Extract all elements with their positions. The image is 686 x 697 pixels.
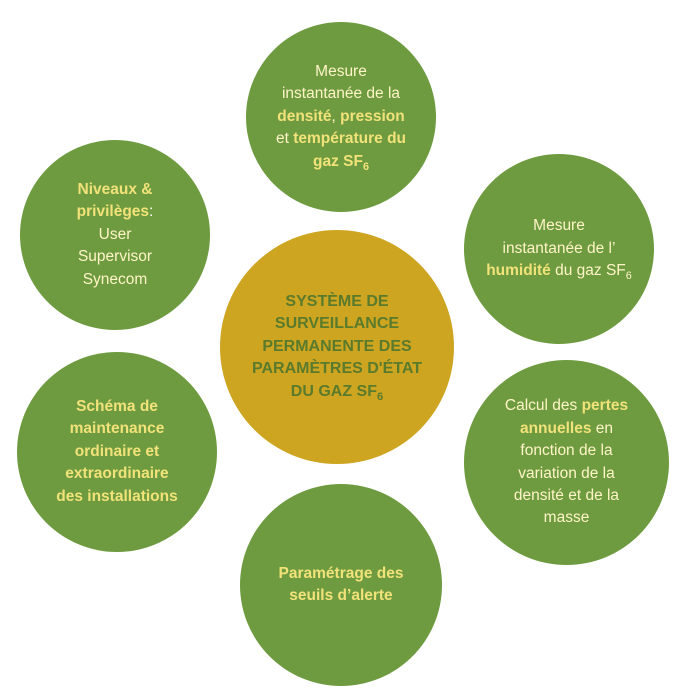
bottom-left-line-4: extraordinaire (65, 465, 169, 483)
top-subscript: 6 (362, 160, 369, 173)
bottom-right-bold-annuelles: annuelles (519, 419, 592, 437)
bottom-right-circle: Calcul des pertes annuelles en fonction … (464, 360, 669, 565)
top-line-1: Mesure (315, 62, 367, 80)
center-subscript: 6 (376, 390, 384, 403)
top-right-bold-humidite: humidité (486, 262, 551, 280)
center-line-2: SURVEILLANCE (274, 315, 400, 333)
bottom-line-2: seuils d’alerte (289, 587, 393, 604)
bottom-left-circle: Schéma de maintenance ordinaire et extra… (17, 352, 217, 552)
top-bold-densite: densité (277, 107, 332, 125)
bottom-circle-text: Paramétrage des seuils d’alerte (262, 563, 420, 608)
bottom-circle: Paramétrage des seuils d’alerte (240, 484, 442, 686)
top-bold-temperature: température du (293, 130, 407, 148)
center-line-5: DU GAZ SF (290, 382, 377, 400)
center-title: SYSTÈME DE SURVEILLANCE PERMANENTE DES P… (238, 291, 436, 403)
top-left-title-2: privilèges (76, 203, 150, 221)
top-left-circle-text: Niveaux & privilèges: User Supervisor Sy… (42, 179, 188, 291)
bottom-left-circle-text: Schéma de maintenance ordinaire et extra… (39, 396, 195, 508)
top-right-line-1: Mesure (533, 217, 585, 235)
bottom-right-line-6: masse (543, 509, 590, 527)
bottom-right-circle-text: Calcul des pertes annuelles en fonction … (486, 395, 647, 530)
bottom-left-line-3: ordinaire et (74, 442, 160, 460)
center-line-4: PARAMÈTRES D'ÉTAT (251, 360, 423, 378)
center-line-3: PERMANENTE DES (262, 337, 412, 355)
bottom-line-1: Paramétrage des (278, 564, 404, 582)
top-line-2: instantanée de la (281, 85, 401, 103)
bottom-left-line-1: Schéma de (76, 397, 158, 415)
bottom-right-line-4: variation de la (518, 464, 615, 482)
top-comma: , (331, 107, 341, 125)
bottom-left-line-2: maintenance (69, 420, 165, 438)
top-right-subscript: 6 (625, 270, 632, 283)
top-circle-text: Mesure instantanée de la densité, pressi… (268, 61, 414, 173)
top-left-title-1: Niveaux & (77, 180, 153, 198)
top-bold-pression: pression (340, 107, 405, 125)
bottom-right-line-3: fonction de la (520, 442, 613, 460)
top-left-colon: : (149, 203, 154, 221)
top-left-circle: Niveaux & privilèges: User Supervisor Sy… (20, 140, 210, 330)
top-right-line-3: du gaz SF (550, 262, 626, 280)
center-circle: SYSTÈME DE SURVEILLANCE PERMANENTE DES P… (220, 230, 454, 464)
bottom-right-bold-pertes: pertes (581, 397, 629, 415)
bottom-right-line-5: densité et de la (513, 486, 620, 504)
top-left-level-user: User (98, 225, 132, 243)
top-left-level-supervisor: Supervisor (77, 248, 153, 266)
top-circle: Mesure instantanée de la densité, pressi… (246, 22, 436, 212)
top-line-4: et (275, 130, 294, 148)
top-bold-gaz: gaz SF (313, 152, 363, 170)
top-right-circle-text: Mesure instantanée de l’ humidité du gaz… (486, 215, 632, 282)
top-right-line-2: instantanée de l’ (502, 239, 616, 257)
top-left-level-synecom: Synecom (82, 270, 148, 288)
top-right-circle: Mesure instantanée de l’ humidité du gaz… (464, 154, 654, 344)
bottom-right-line-1: Calcul des (504, 397, 582, 415)
bottom-left-line-5: des installations (56, 487, 178, 505)
bottom-right-line-2: en (591, 419, 614, 437)
center-line-1: SYSTÈME DE (285, 293, 389, 311)
